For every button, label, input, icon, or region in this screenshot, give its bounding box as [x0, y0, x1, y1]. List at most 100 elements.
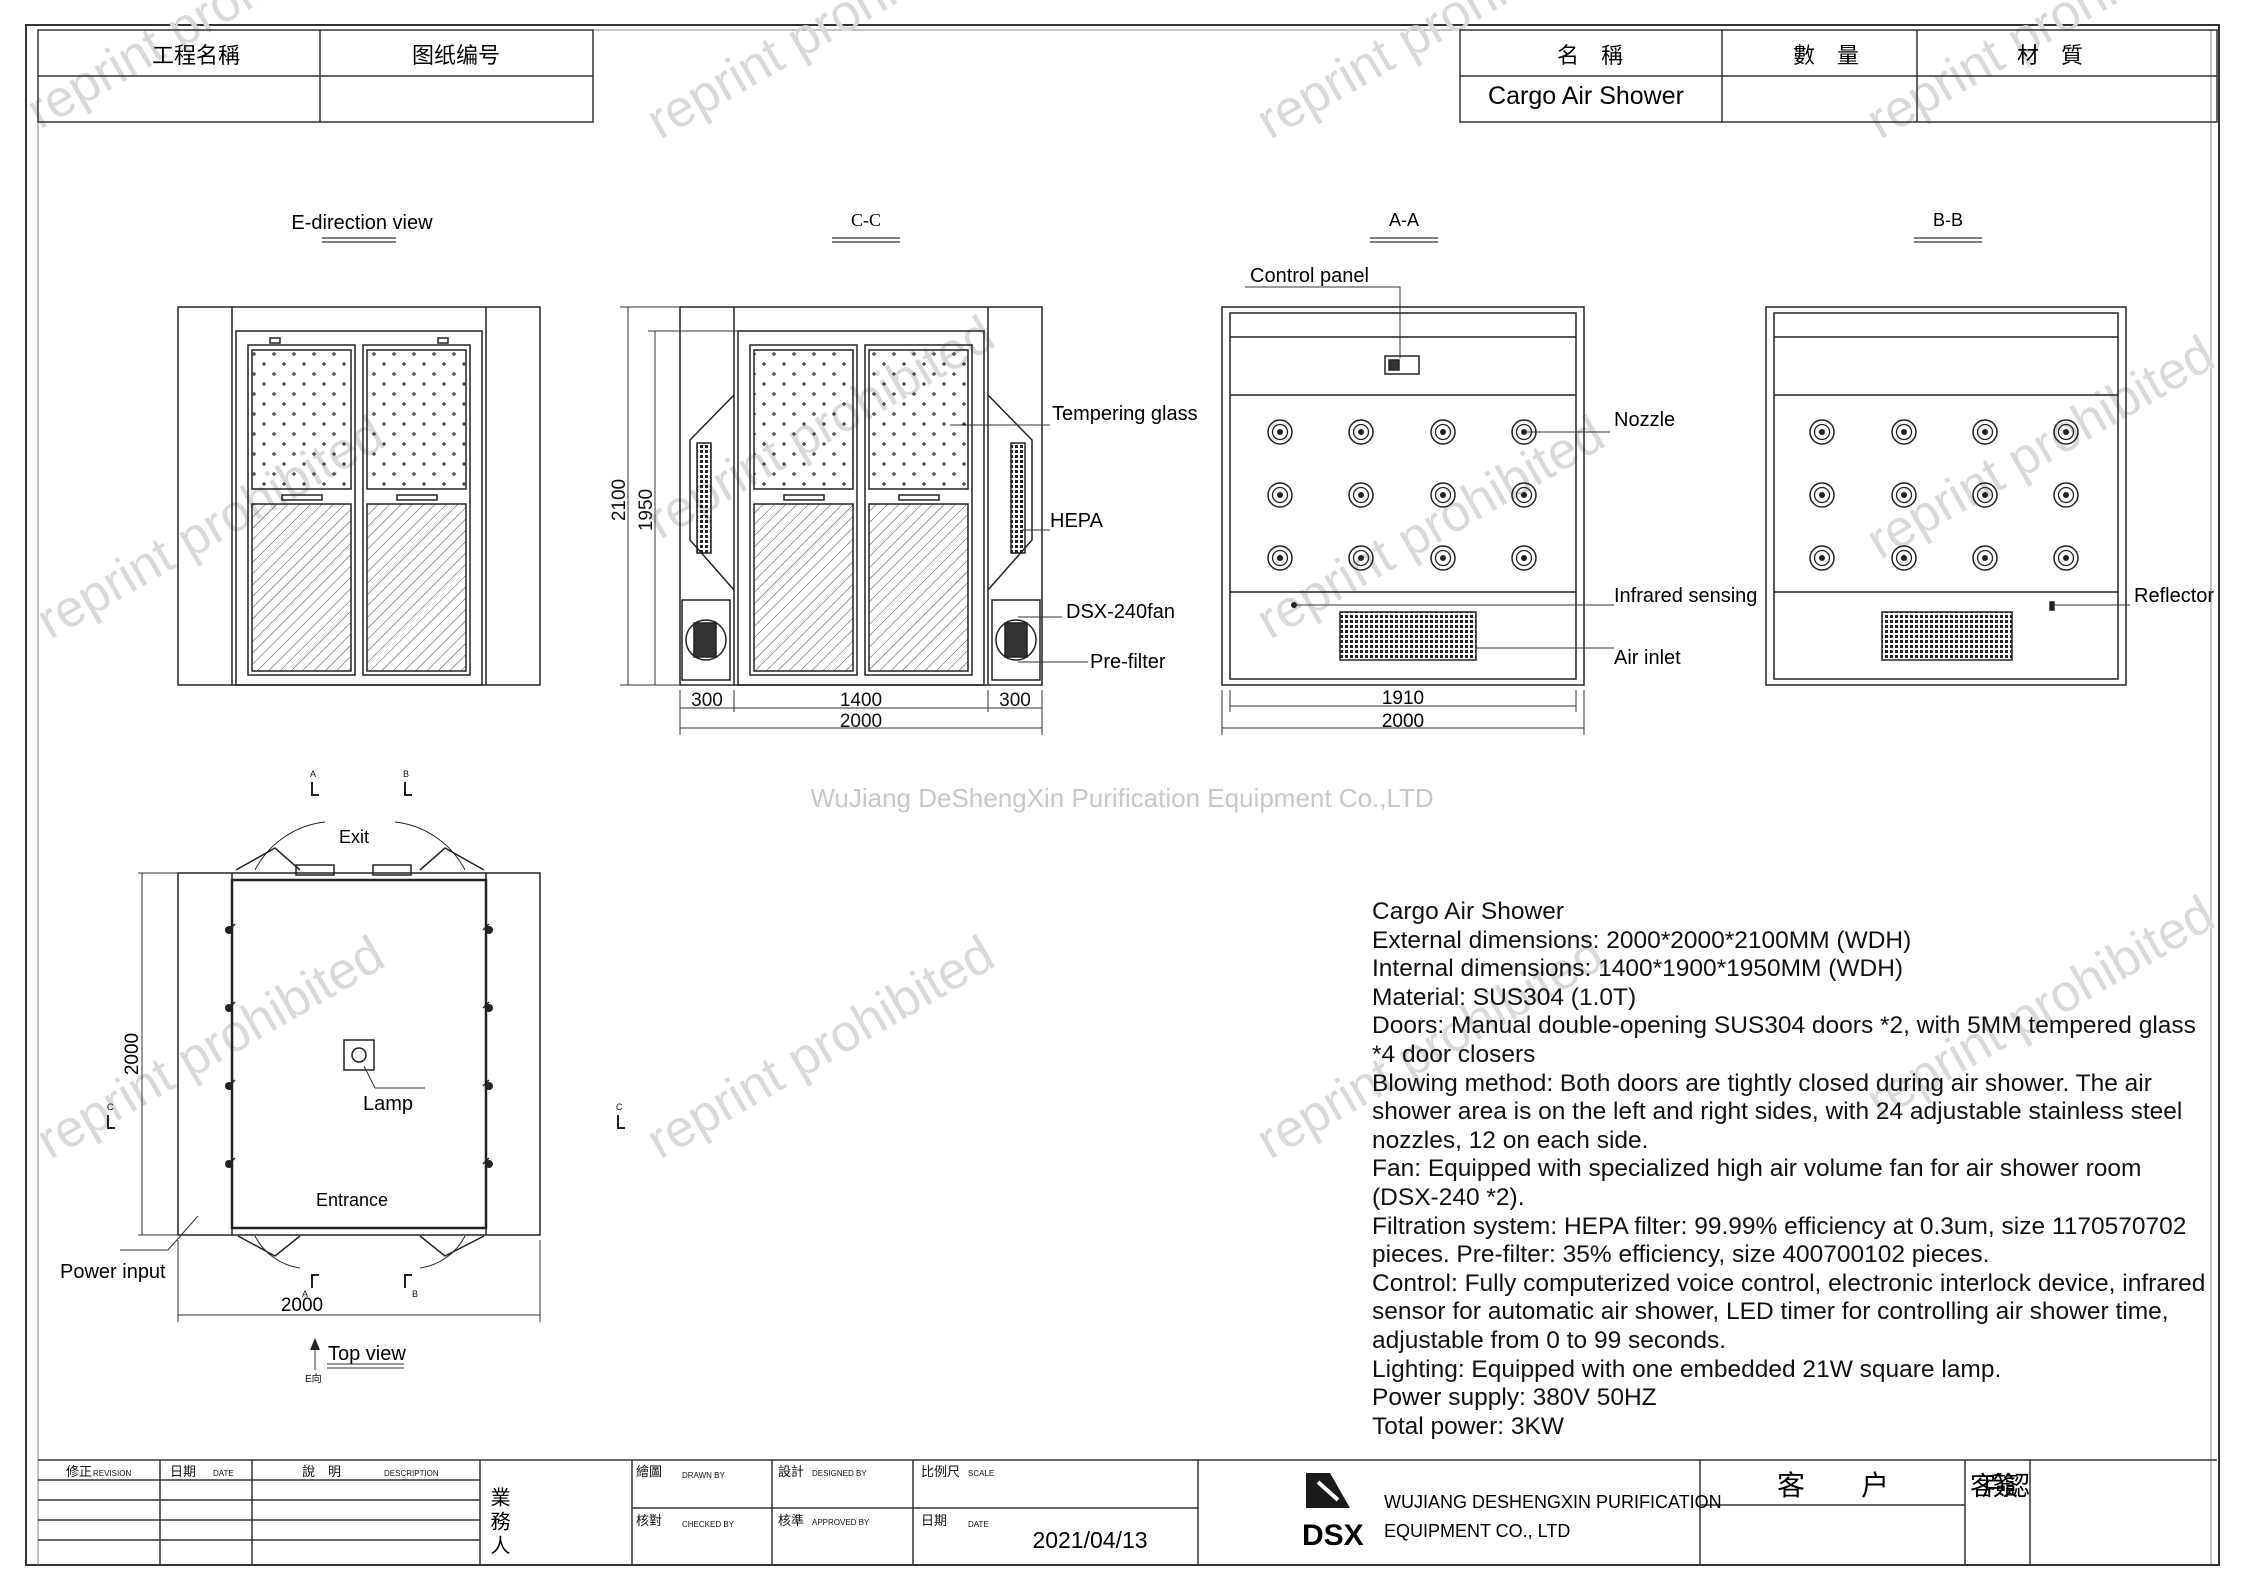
spec-line: Material: SUS304 (1.0T): [1372, 983, 1637, 1011]
tb-scale-en: SCALE: [968, 1469, 994, 1478]
company-center: WuJiang DeShengXin Purification Equipmen…: [810, 783, 1433, 813]
top-view-dimensions: [120, 872, 541, 1370]
section-markers: [107, 782, 625, 1288]
tb-date2-en: DATE: [968, 1520, 989, 1529]
view-title-cc: C-C: [851, 210, 881, 230]
dim-1910: 1910: [1382, 688, 1424, 709]
spec-line: Total power: 3KW: [1372, 1412, 1564, 1440]
company-line-2: EQUIPMENT CO., LTD: [1384, 1521, 1570, 1541]
dim-2000-cc: 2000: [840, 711, 882, 732]
tb-checked-en: CHECKED BY: [682, 1520, 735, 1529]
watermark: reprint prohibited: [17, 0, 384, 140]
view-subtitle-top: E向: [305, 1372, 322, 1385]
label-lamp: Lamp: [363, 1093, 413, 1115]
aa-view: [1221, 306, 1585, 686]
title-block-bottom: [38, 1459, 2217, 1566]
marker-a-top: A: [310, 769, 316, 779]
marker-b-bottom: B: [412, 1289, 418, 1299]
customer-label: 客 户: [1777, 1470, 1889, 1501]
watermark: reprint prohibited: [637, 0, 1004, 150]
company-line-1: WUJIANG DESHENGXIN PURIFICATION: [1384, 1492, 1722, 1512]
tb-approved: 核準: [778, 1513, 804, 1528]
spec-line: Control: Fully computerized voice contro…: [1372, 1269, 2213, 1354]
spec-line: Blowing method: Both doors are tightly c…: [1372, 1069, 2190, 1154]
tb-desc-en: DESCRIPTION: [384, 1469, 439, 1478]
cc-view: [679, 306, 1043, 686]
cc-dimensions: [620, 306, 1043, 735]
top-view: [177, 821, 541, 1269]
customer-sign-label: 客戶簽認: [1970, 1471, 2030, 1501]
dim-2100: 2100: [609, 479, 630, 521]
dim-300-right: 300: [999, 690, 1031, 711]
logo-text: DSX: [1302, 1519, 1364, 1552]
view-title-e: E-direction view: [291, 212, 433, 234]
watermark: reprint prohibited: [1857, 0, 2224, 150]
drawing-no-label: 图纸编号: [412, 43, 500, 68]
tb-drawn-en: DRAWN BY: [682, 1471, 725, 1480]
dim-1950: 1950: [636, 489, 657, 531]
project-name-label: 工程名稱: [152, 43, 240, 68]
label-tempering-glass: Tempering glass: [1052, 403, 1198, 425]
label-entrance: Entrance: [316, 1190, 388, 1210]
tb-date-en: DATE: [213, 1469, 234, 1478]
bb-view: [1765, 306, 2127, 686]
dim-300-left: 300: [691, 690, 723, 711]
name-label: 名 稱: [1557, 43, 1623, 68]
label-power-input: Power input: [60, 1261, 166, 1283]
title-block-top-right: [1459, 29, 2218, 123]
view-title-aa: A-A: [1389, 210, 1419, 230]
tb-desc: 說 明: [302, 1464, 341, 1479]
dim-2000-vertical: 2000: [122, 1033, 143, 1075]
dim-2000-aa: 2000: [1382, 711, 1424, 732]
spec-line: Fan: Equipped with specialized high air …: [1372, 1155, 2156, 1211]
view-title-bb: B-B: [1933, 210, 1963, 230]
spec-line: Internal dimensions: 1400*1900*1950MM (W…: [1372, 955, 1904, 983]
material-label: 材 質: [2017, 43, 2083, 68]
label-hepa: HEPA: [1050, 510, 1104, 532]
dim-2000-horizontal: 2000: [281, 1295, 323, 1316]
e-direction-view: [177, 306, 541, 686]
spec-line: Cargo Air Shower: [1372, 898, 1565, 925]
tb-revision-en: REVISION: [93, 1469, 131, 1478]
tb-designed: 設計: [778, 1464, 804, 1479]
label-prefilter: Pre-filter: [1090, 651, 1166, 673]
product-name: Cargo Air Shower: [1488, 82, 1684, 110]
spec-line: External dimensions: 2000*2000*2100MM (W…: [1372, 926, 1912, 954]
tb-designed-en: DESIGNED BY: [812, 1469, 867, 1478]
marker-b-top: B: [403, 769, 409, 779]
dim-1400: 1400: [840, 690, 882, 711]
aa-leaders: [1221, 286, 1614, 735]
watermark: reprint prohibited: [1247, 0, 1614, 150]
dsx-logo: DSX: [1302, 1473, 1364, 1552]
spec-line: Filtration system: HEPA filter: 99.99% e…: [1372, 1212, 2194, 1269]
qty-label: 數 量: [1793, 43, 1859, 68]
label-nozzle: Nozzle: [1614, 409, 1675, 431]
marker-c-left: C: [107, 1102, 114, 1112]
tb-date: 日期: [170, 1464, 196, 1479]
spec-description: Cargo Air Shower External dimensions: 20…: [1372, 898, 2212, 1441]
label-infrared: Infrared sensing: [1614, 585, 1757, 607]
tb-drawn: 繪圖: [636, 1464, 662, 1479]
tb-date-value: 2021/04/13: [1032, 1527, 1147, 1553]
label-control-panel: Control panel: [1250, 265, 1369, 287]
tb-scale: 比例尺: [921, 1464, 960, 1479]
label-reflector: Reflector: [2134, 585, 2214, 607]
tb-business: 業務人: [487, 1487, 510, 1559]
label-air-inlet: Air inlet: [1614, 647, 1681, 669]
marker-c-right: C: [616, 1102, 623, 1112]
tb-revision: 修正: [66, 1464, 92, 1479]
watermark: reprint prohibited: [27, 925, 394, 1170]
spec-line: Lighting: Equipped with one embedded 21W…: [1372, 1355, 2002, 1383]
title-block-top-left: [37, 29, 594, 123]
label-exit: Exit: [339, 827, 369, 847]
tb-checked: 核對: [636, 1513, 662, 1528]
tb-approved-en: APPROVED BY: [812, 1518, 870, 1527]
view-title-top: Top view: [328, 1343, 406, 1365]
label-fan: DSX-240fan: [1066, 601, 1175, 623]
watermark: reprint prohibited: [637, 925, 1004, 1170]
marker-a-bottom: A: [302, 1289, 308, 1299]
spec-line: Power supply: 380V 50HZ: [1372, 1384, 1657, 1412]
watermark: reprint prohibited: [1857, 325, 2224, 570]
tb-date2: 日期: [921, 1513, 947, 1528]
